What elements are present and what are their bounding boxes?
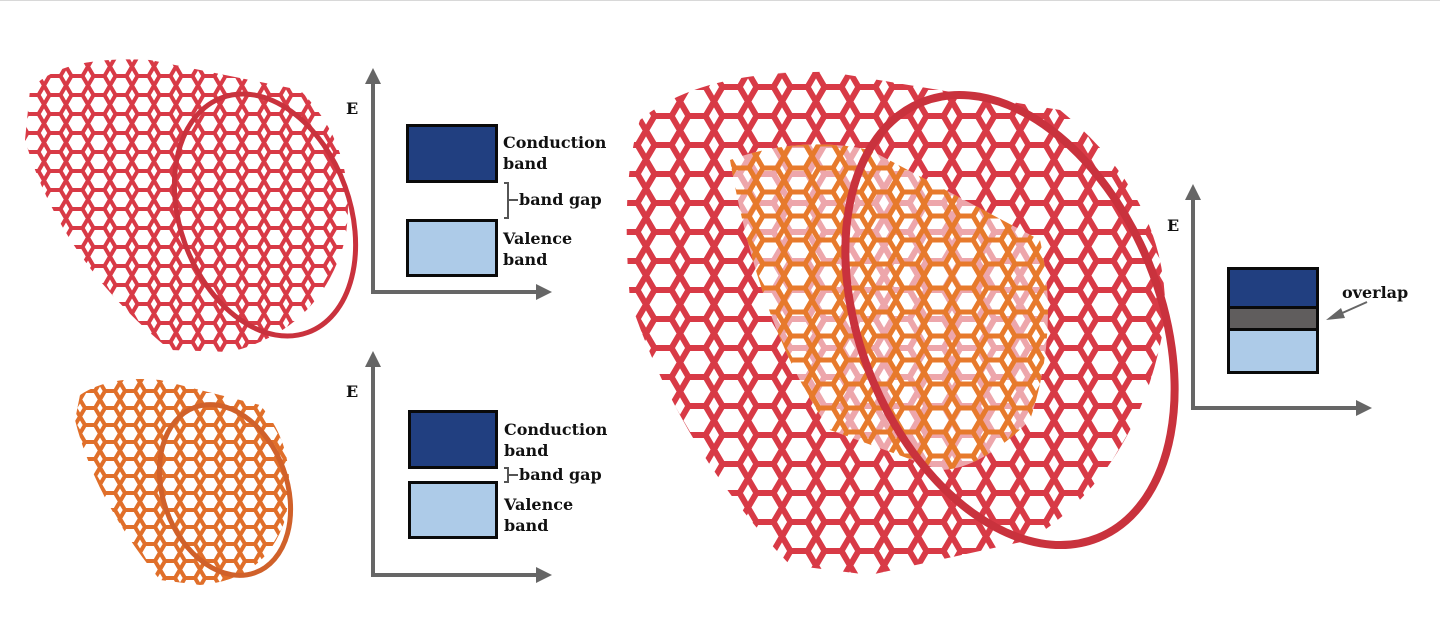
top-border [0,0,1440,1]
conduction-band-region [1230,270,1316,309]
valence-band-box [406,219,498,277]
axes-bottom-left [365,351,552,583]
overlap-arrow [1326,301,1368,320]
valence-band-label: Valence band [503,229,573,269]
band-gap-label: band gap [519,465,602,484]
band-gap-label: band gap [519,190,602,209]
orange-nanotube-small [75,379,294,585]
axes-top-left [365,68,552,300]
conduction-band-box [408,410,498,469]
overlap-label: overlap [1342,283,1409,302]
double-wall-nanotube [626,71,1179,575]
band-gap-bracket-top [504,182,518,219]
overlap-region [1230,309,1316,331]
valence-band-label: Valence band [504,495,574,535]
valence-band-box [408,481,498,539]
conduction-band-label: Conduction band [504,420,608,460]
energy-axis-label: E [1167,216,1180,235]
red-nanotube-small [25,59,359,352]
energy-axis-label: E [346,382,359,401]
conduction-band-label: Conduction band [503,133,607,173]
overlapping-bands-box [1227,267,1319,374]
band-gap-bracket-bottom [504,467,518,483]
axes-right [1185,184,1372,416]
energy-axis-label: E [346,99,359,118]
conduction-band-box [406,124,498,183]
